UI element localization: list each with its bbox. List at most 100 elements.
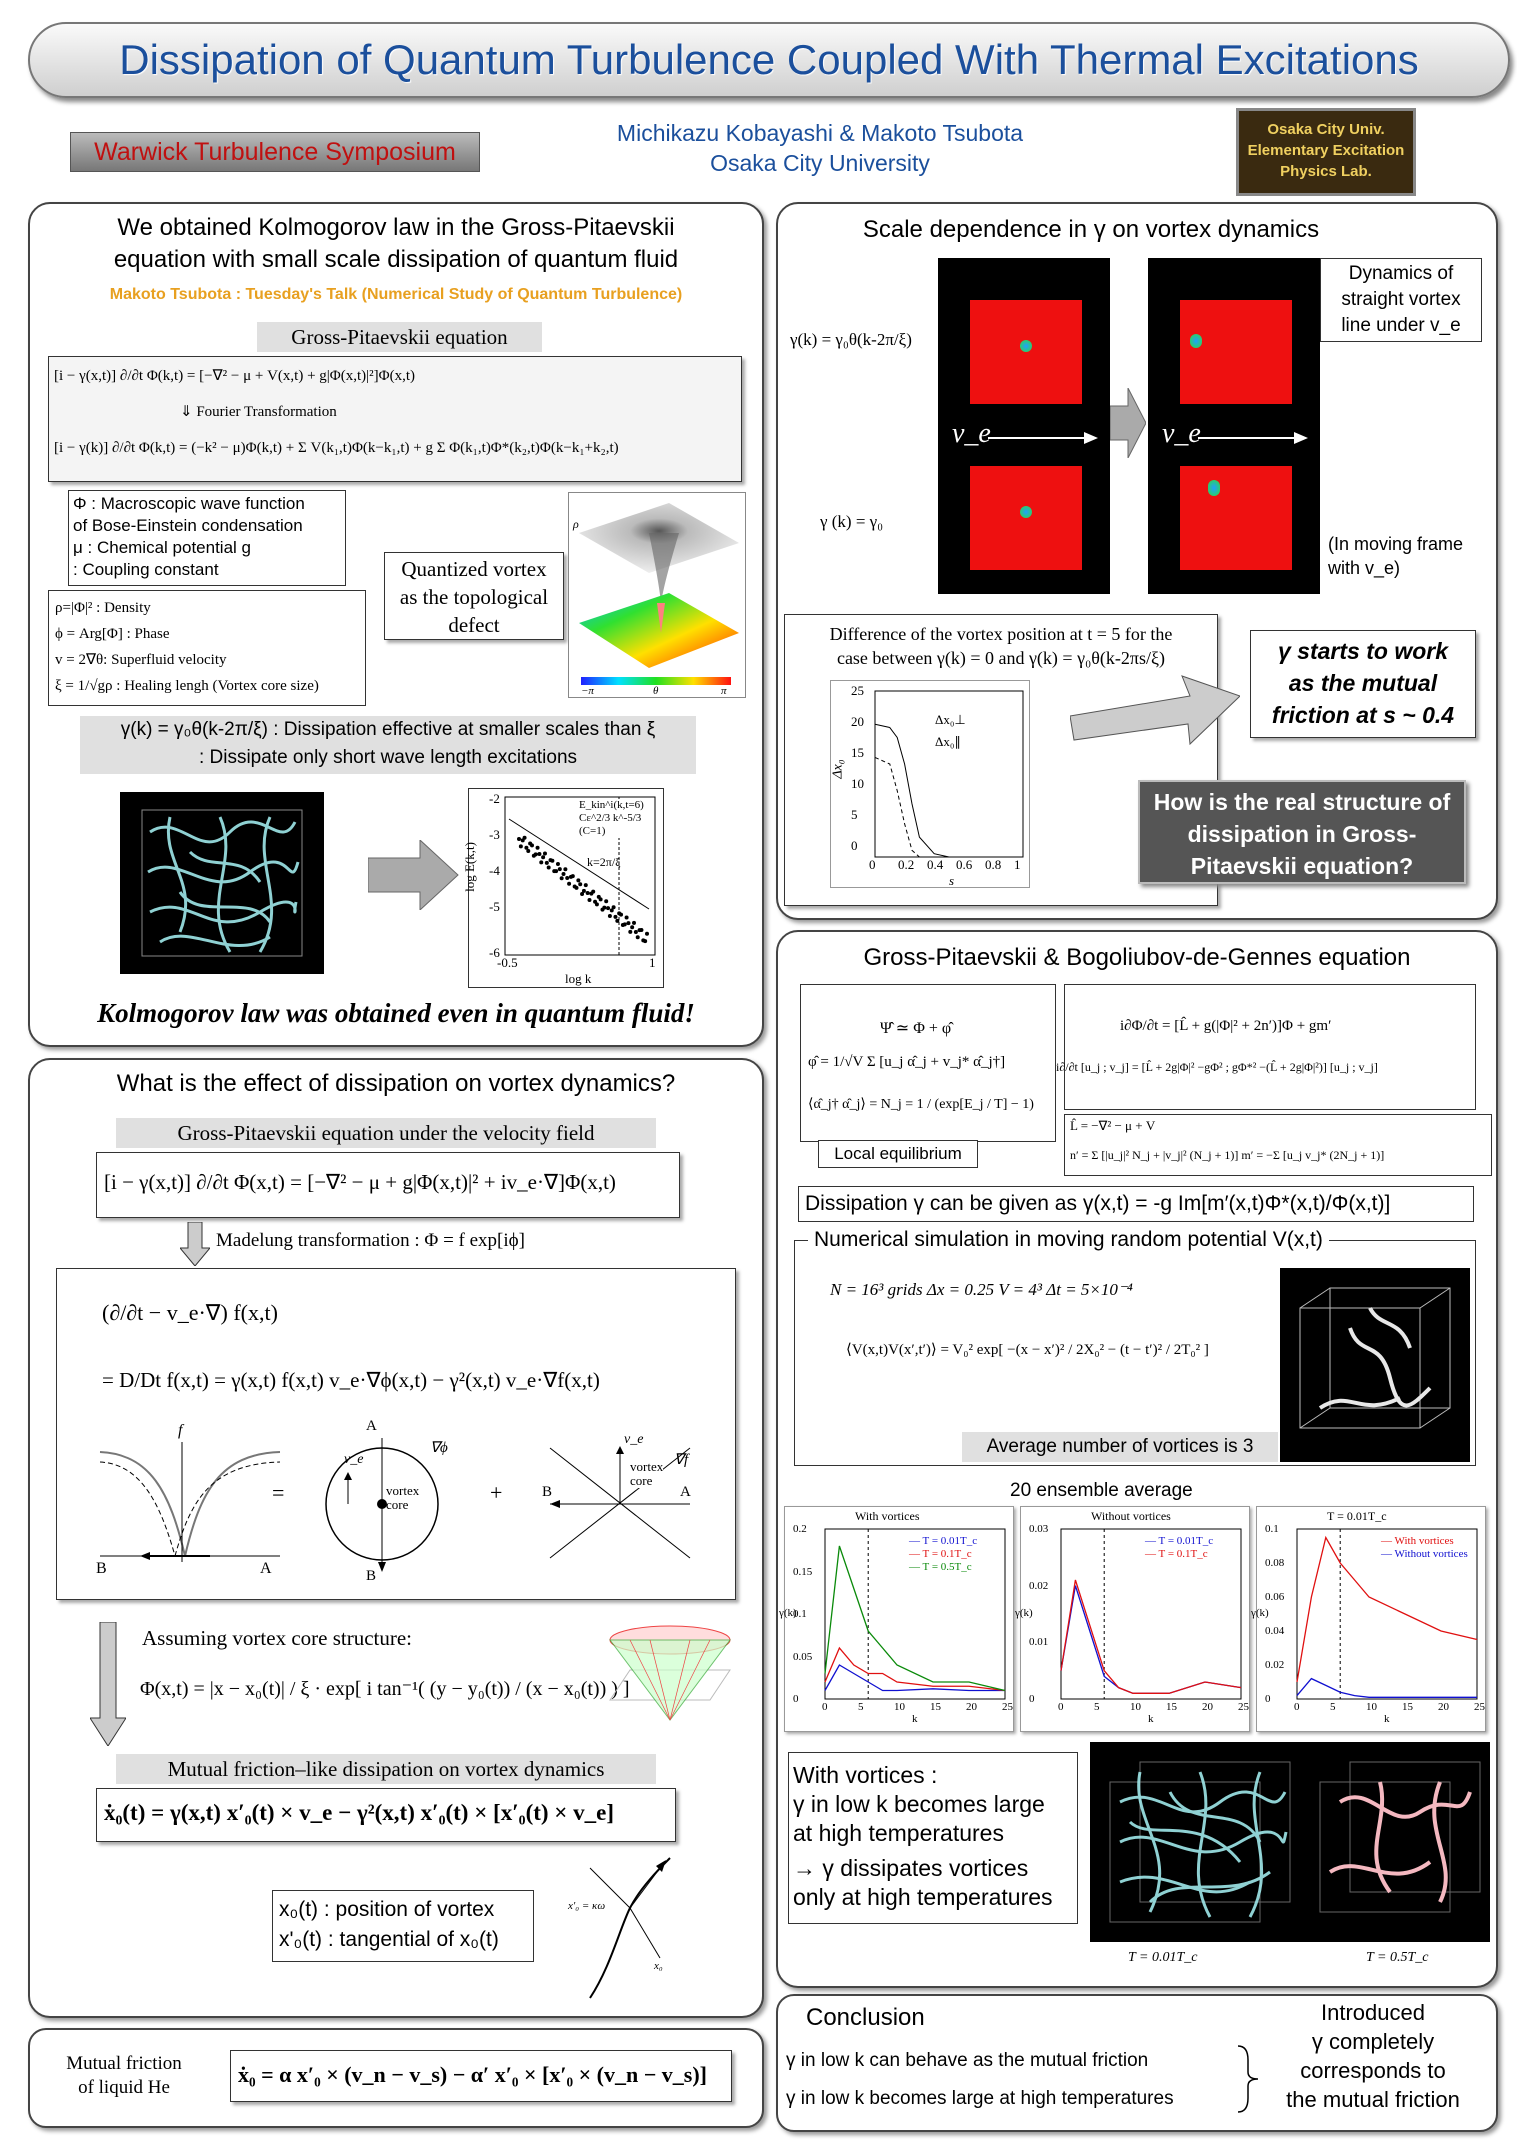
- phi-hat-eq: φ̂ = 1/√V Σ [u_j α̂_j + v_j* α̂_j†]: [808, 1054, 1006, 1070]
- spectrum-point: [524, 845, 529, 850]
- spectrum-point: [535, 845, 540, 850]
- spectrum-point: [526, 849, 531, 854]
- gamma-legend-item: — T = 0.1T_c: [909, 1548, 972, 1560]
- gp-equation-box: [48, 356, 742, 482]
- gamma-ytick: 0.1: [1265, 1523, 1279, 1535]
- numsim-label: Numerical simulation in moving random po…: [808, 1228, 1329, 1252]
- sketch-f-label: f: [178, 1422, 183, 1439]
- mutual-friction-he-label: Mutual friction of liquid He: [66, 2053, 182, 2098]
- moving-frame-label: (In moving frame with v_e): [1328, 534, 1464, 578]
- madelung-eq-2: = D/Dt f(x,t) = γ(x,t) f(x,t) v_e·∇ϕ(x,t…: [102, 1368, 600, 1392]
- mf-equation: ẋ₀(t) = γ(x,t) x′₀(t) × v_e − γ²(x,t) x′…: [104, 1800, 615, 1825]
- gamma-xtick: 20: [966, 1701, 977, 1713]
- panel1-title-line2: equation with small scale dissipation of…: [113, 246, 679, 273]
- gamma-xlabel: k: [1384, 1713, 1390, 1725]
- tangent-label: x′₀ = κω: [568, 1900, 606, 1912]
- gp-equation: [i − γ(x,t)] ∂/∂t Φ(k,t) = [−∇² − μ + V(…: [54, 368, 416, 384]
- tangle-t1-label: T = 0.01T_c: [1128, 1950, 1198, 1965]
- spectrum-point: [611, 905, 616, 910]
- bdg-eq-4: n′ = Σ [|u_j|² N_j + |v_j|² (N_j + 1)] m…: [1070, 1148, 1385, 1162]
- gamma-ytick: 0.08: [1265, 1557, 1285, 1569]
- vortex-3d-plot: ρ −π θ π: [568, 492, 746, 698]
- gamma-xtick: 20: [1438, 1701, 1449, 1713]
- spectrum-point: [563, 867, 568, 872]
- tangle-t2-label: T = 0.5T_c: [1366, 1950, 1429, 1965]
- gamma-xtick: 5: [858, 1701, 864, 1713]
- colorbar-left-label: −π: [581, 685, 594, 697]
- conclusion-point-1: γ in low k can behave as the mutual fric…: [786, 2050, 1149, 2071]
- vortex-sketch-phase: A B ∇ϕ v_e vortex core: [318, 1418, 448, 1584]
- gamma-xtick: 15: [1402, 1701, 1413, 1713]
- spec-ytick: -3: [489, 827, 500, 842]
- diff-xtick: 1: [1014, 857, 1021, 872]
- spectrum-point: [550, 858, 555, 863]
- grad-core-label: vortex core: [630, 1459, 664, 1488]
- spectrum-point: [598, 897, 603, 902]
- spec-xlabel: log k: [565, 971, 592, 986]
- gamma-series-line: [1060, 1585, 1242, 1694]
- spectrum-point: [583, 883, 588, 888]
- spectrum-point: [622, 922, 627, 927]
- assume-label: Assuming vortex core structure:: [142, 1626, 413, 1650]
- gamma-legend-item: — T = 0.01T_c: [909, 1535, 978, 1547]
- gamma-chart-title: T = 0.01T_c: [1327, 1509, 1387, 1523]
- panel4-title: Scale dependence in γ on vortex dynamics: [862, 216, 1320, 243]
- tangle-low-temp-image: [1090, 1742, 1490, 1942]
- spectrum-point: [624, 915, 629, 920]
- gamma-ytick: 0: [1029, 1693, 1035, 1705]
- spectrum-point: [632, 920, 637, 925]
- gamma-legend-item: — T = 0.5T_c: [909, 1561, 972, 1573]
- gamma-ylabel: γ(k): [779, 1607, 797, 1619]
- title-banner: Dissipation of Quantum Turbulence Couple…: [28, 22, 1510, 98]
- spectrum-point: [635, 935, 640, 940]
- down-arrow-2: [89, 1621, 127, 1751]
- gamma-xlabel: k: [912, 1713, 918, 1725]
- gamma-xtick: 10: [1366, 1701, 1377, 1713]
- spectrum-point: [626, 921, 631, 926]
- bdg-eq-1: i∂Φ/∂t = [L̂ + g(|Φ|² + 2n′)]Φ + gm′: [1120, 1018, 1332, 1034]
- gamma-series-line: [824, 1646, 1006, 1692]
- gamma-ytick: 0.02: [1265, 1659, 1285, 1671]
- gamma-ytick: 0.01: [1029, 1636, 1049, 1649]
- spectrum-point: [630, 925, 635, 930]
- phase-A-label: A: [366, 1418, 377, 1434]
- kolmogorov-conclusion: Kolmogorov law was obtained even in quan…: [97, 998, 695, 1028]
- diff-xtick: 0.8: [985, 857, 1002, 872]
- spectrum-point: [517, 837, 521, 841]
- vortex-position-box: x₀(t) : position of vortex x'₀(t) : tang…: [272, 1890, 534, 1962]
- sim-parameters: N = 16³ grids Δx = 0.25 V = 4³ Δt = 5×10…: [830, 1280, 1133, 1299]
- fourier-label: ⇓ Fourier Transformation: [180, 404, 337, 420]
- spec-ytick: -4: [489, 863, 500, 878]
- spectrum-point: [585, 891, 590, 896]
- spectrum-point: [559, 876, 564, 881]
- gamma-xtick: 25: [1002, 1701, 1013, 1713]
- spectrum-point: [604, 899, 609, 904]
- spectrum-point: [606, 906, 611, 911]
- gamma-xtick: 15: [1166, 1701, 1177, 1713]
- gamma-legend-item: — T = 0.1T_c: [1145, 1548, 1208, 1560]
- core-structure-equation: Φ(x,t) = |x − x₀(t)| / ξ · exp[ i tan⁻¹(…: [140, 1678, 630, 1700]
- spectrum-point: [643, 939, 648, 944]
- panel5-title: Gross-Pitaevskii & Bogoliubov-de-Gennes …: [863, 944, 1411, 971]
- sketch-A-label: A: [260, 1560, 272, 1577]
- spectrum-point: [533, 852, 538, 857]
- spectrum-point: [567, 881, 572, 886]
- gamma-xtick: 10: [894, 1701, 905, 1713]
- spectrum-point: [570, 874, 575, 879]
- gamma-ytick: 0.1: [793, 1608, 807, 1620]
- diff-xtick: 0: [869, 857, 876, 872]
- gpv-label: Gross-Pitaevskii equation under the velo…: [116, 1118, 656, 1148]
- spectrum-point: [542, 851, 547, 856]
- spectrum-point: [591, 889, 596, 894]
- spectrum-point: [587, 897, 592, 902]
- vortex-sim-final: v_e: [1148, 258, 1320, 594]
- sketch-B-label: B: [96, 1560, 107, 1577]
- panel-conclusion: [776, 1994, 1498, 2132]
- spec-legend: E_kin^i(k,t=6) Cε^2/3 k^-5/3 (C=1): [579, 799, 644, 838]
- spectrum-point: [555, 861, 560, 866]
- local-equilibrium-label: Local equilibrium: [818, 1140, 978, 1168]
- gamma-xtick: 10: [1130, 1701, 1141, 1713]
- spectrum-point: [554, 869, 559, 874]
